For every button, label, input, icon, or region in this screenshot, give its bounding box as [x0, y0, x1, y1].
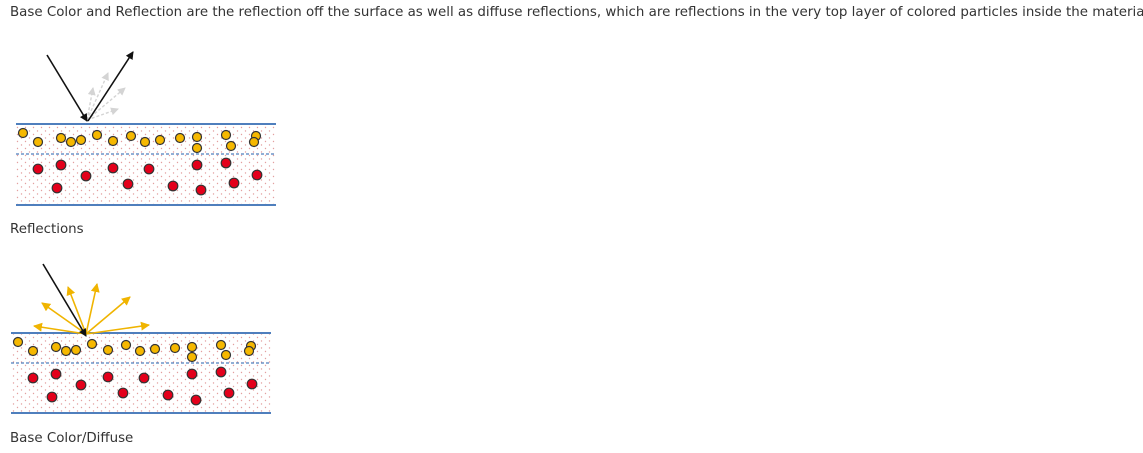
red-particles [32, 157, 263, 196]
base-color-diffuse-diagram [11, 263, 271, 414]
base-color-diffuse-caption: Base Color/Diffuse [10, 431, 134, 446]
reflections-diagram [16, 51, 276, 206]
incident-arrow [42, 263, 87, 337]
intro-paragraph: Base Color and Reflection are the reflec… [10, 5, 1143, 20]
reflections-caption: Reflections [10, 222, 84, 237]
diffuse-arrows [33, 283, 150, 335]
scatter-arrows [86, 72, 126, 121]
yellow-particles [12, 336, 257, 363]
incident-arrow [46, 54, 88, 122]
reflected-arrow [87, 51, 134, 122]
yellow-particles [17, 127, 262, 154]
red-particles [27, 366, 258, 406]
